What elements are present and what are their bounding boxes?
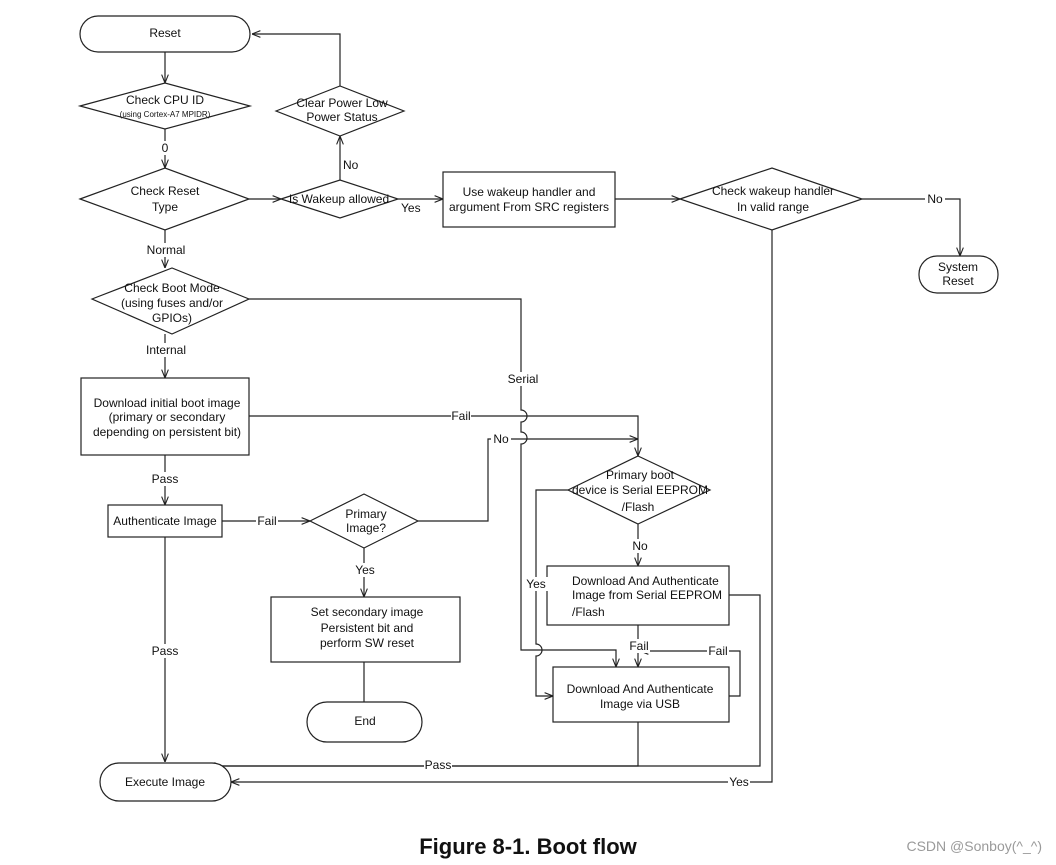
check-wakeup-handler-label-1: Check wakeup handler <box>712 184 834 198</box>
primary-image-label-1: Primary <box>345 507 386 521</box>
is-wakeup-allowed-label: Is Wakeup allowed <box>289 192 389 206</box>
reset-label: Reset <box>149 26 181 40</box>
authenticate-image-box: Authenticate Image <box>107 504 223 538</box>
check-wakeup-handler-decision: Check wakeup handler In valid range <box>678 167 864 231</box>
primary-boot-device-label-1: Primary boot <box>606 468 675 482</box>
set-secondary-label-3: perform SW reset <box>320 636 415 650</box>
use-wakeup-handler-label-2: argument From SRC registers <box>449 200 609 214</box>
label-pass-left: Pass <box>152 644 179 658</box>
label-cpu-zero: 0 <box>162 141 169 155</box>
label-internal: Internal <box>146 343 186 357</box>
label-device-no: No <box>632 539 648 553</box>
label-serial-fail: Fail <box>629 639 648 653</box>
label-handler-no: No <box>927 192 943 206</box>
check-boot-mode-label-1: Check Boot Mode <box>124 281 220 295</box>
label-authenticate-fail: Fail <box>257 514 276 528</box>
edge-usb-fail-loop <box>640 651 741 697</box>
edge-range-yes-to-execute <box>231 230 773 782</box>
edge-primary-no-to-primary-boot <box>418 439 638 522</box>
reset-node: Reset <box>79 15 251 53</box>
system-reset-label-1: System <box>938 260 978 274</box>
system-reset-node: System Reset <box>918 255 999 294</box>
edge-usb-pass-to-execute <box>207 722 639 766</box>
connectors <box>165 34 960 782</box>
primary-boot-device-decision: Primary boot device is Serial EEPROM /Fl… <box>566 455 712 525</box>
check-boot-mode-decision: Check Boot Mode (using fuses and/or GPIO… <box>90 267 251 335</box>
check-cpu-id-sublabel: (using Cortex-A7 MPIDR) <box>120 110 211 119</box>
download-serial-box: Download And Authenticate Image from Ser… <box>546 565 730 626</box>
primary-boot-device-label-3: /Flash <box>622 500 655 514</box>
label-pass-top: Pass <box>152 472 179 486</box>
label-normal: Normal <box>147 243 186 257</box>
edge-download-fail-to-primary-boot <box>249 415 638 456</box>
label-device-yes: Yes <box>526 577 546 591</box>
end-node: End <box>306 701 423 743</box>
check-reset-type-label-1: Check Reset <box>131 184 200 198</box>
edge-boot-mode-serial-to-usb <box>249 298 616 667</box>
download-serial-label-1: Download And Authenticate <box>572 574 719 588</box>
check-wakeup-handler-label-2: In valid range <box>737 200 809 214</box>
execute-image-label: Execute Image <box>125 775 205 789</box>
download-initial-label-1: Download initial boot image <box>94 396 241 410</box>
download-initial-label-2: (primary or secondary <box>109 410 226 424</box>
set-secondary-label-1: Set secondary image <box>311 605 424 619</box>
edge-clear-power-to-reset <box>252 34 341 86</box>
download-initial-box: Download initial boot image (primary or … <box>80 377 250 456</box>
primary-image-label-2: Image? <box>346 521 386 535</box>
label-primary-yes: Yes <box>355 563 375 577</box>
download-usb-label-2: Image via USB <box>600 697 680 711</box>
label-handler-yes: Yes <box>729 775 749 789</box>
download-serial-label-2: Image from Serial EEPROM <box>572 588 722 602</box>
download-usb-box: Download And Authenticate Image via USB <box>552 666 730 723</box>
download-initial-label-3: depending on persistent bit) <box>93 425 241 439</box>
watermark: CSDN @Sonboy(^_^) <box>906 838 1042 854</box>
edge-primary-boot-yes-to-usb <box>535 489 568 696</box>
edge-range-no-to-system-reset <box>862 198 960 256</box>
system-reset-label-2: Reset <box>942 274 974 288</box>
label-download-fail: Fail <box>451 409 470 423</box>
end-label: End <box>354 714 375 728</box>
primary-boot-device-label-2: device is Serial EEPROM <box>572 483 708 497</box>
label-primary-no: No <box>493 432 509 446</box>
check-reset-type-label-2: Type <box>152 200 178 214</box>
label-serial: Serial <box>508 372 539 386</box>
set-secondary-label-2: Persistent bit and <box>321 621 414 635</box>
label-pass-bottom: Pass <box>425 758 452 772</box>
set-secondary-box: Set secondary image Persistent bit and p… <box>270 596 461 663</box>
label-wakeup-yes: Yes <box>401 201 421 215</box>
check-cpu-id-label: Check CPU ID <box>126 93 204 107</box>
use-wakeup-handler-label-1: Use wakeup handler and <box>463 185 596 199</box>
execute-image-node: Execute Image <box>99 762 232 802</box>
primary-image-decision: Primary Image? <box>308 493 420 549</box>
label-usb-fail: Fail <box>708 644 727 658</box>
clear-power-label-1: Clear Power Low <box>296 96 388 110</box>
edge-labels: 0 No Yes No Normal Internal Serial Fail … <box>145 141 945 789</box>
check-boot-mode-label-2: (using fuses and/or <box>121 296 223 310</box>
download-usb-label-1: Download And Authenticate <box>567 682 714 696</box>
label-wakeup-no: No <box>343 158 359 172</box>
use-wakeup-handler-box: Use wakeup handler and argument From SRC… <box>442 171 616 228</box>
check-boot-mode-label-3: GPIOs) <box>152 311 192 325</box>
download-serial-label-3: /Flash <box>572 605 605 619</box>
is-wakeup-allowed-decision: Is Wakeup allowed <box>279 179 400 219</box>
clear-power-status-decision: Clear Power Low Power Status <box>274 85 406 137</box>
check-cpu-id-decision: Check CPU ID (using Cortex-A7 MPIDR) <box>77 82 253 130</box>
figure-caption: Figure 8-1. Boot flow <box>419 834 637 859</box>
clear-power-label-2: Power Status <box>306 110 377 124</box>
check-reset-type-decision: Check Reset Type <box>78 167 251 231</box>
authenticate-image-label: Authenticate Image <box>113 514 217 528</box>
